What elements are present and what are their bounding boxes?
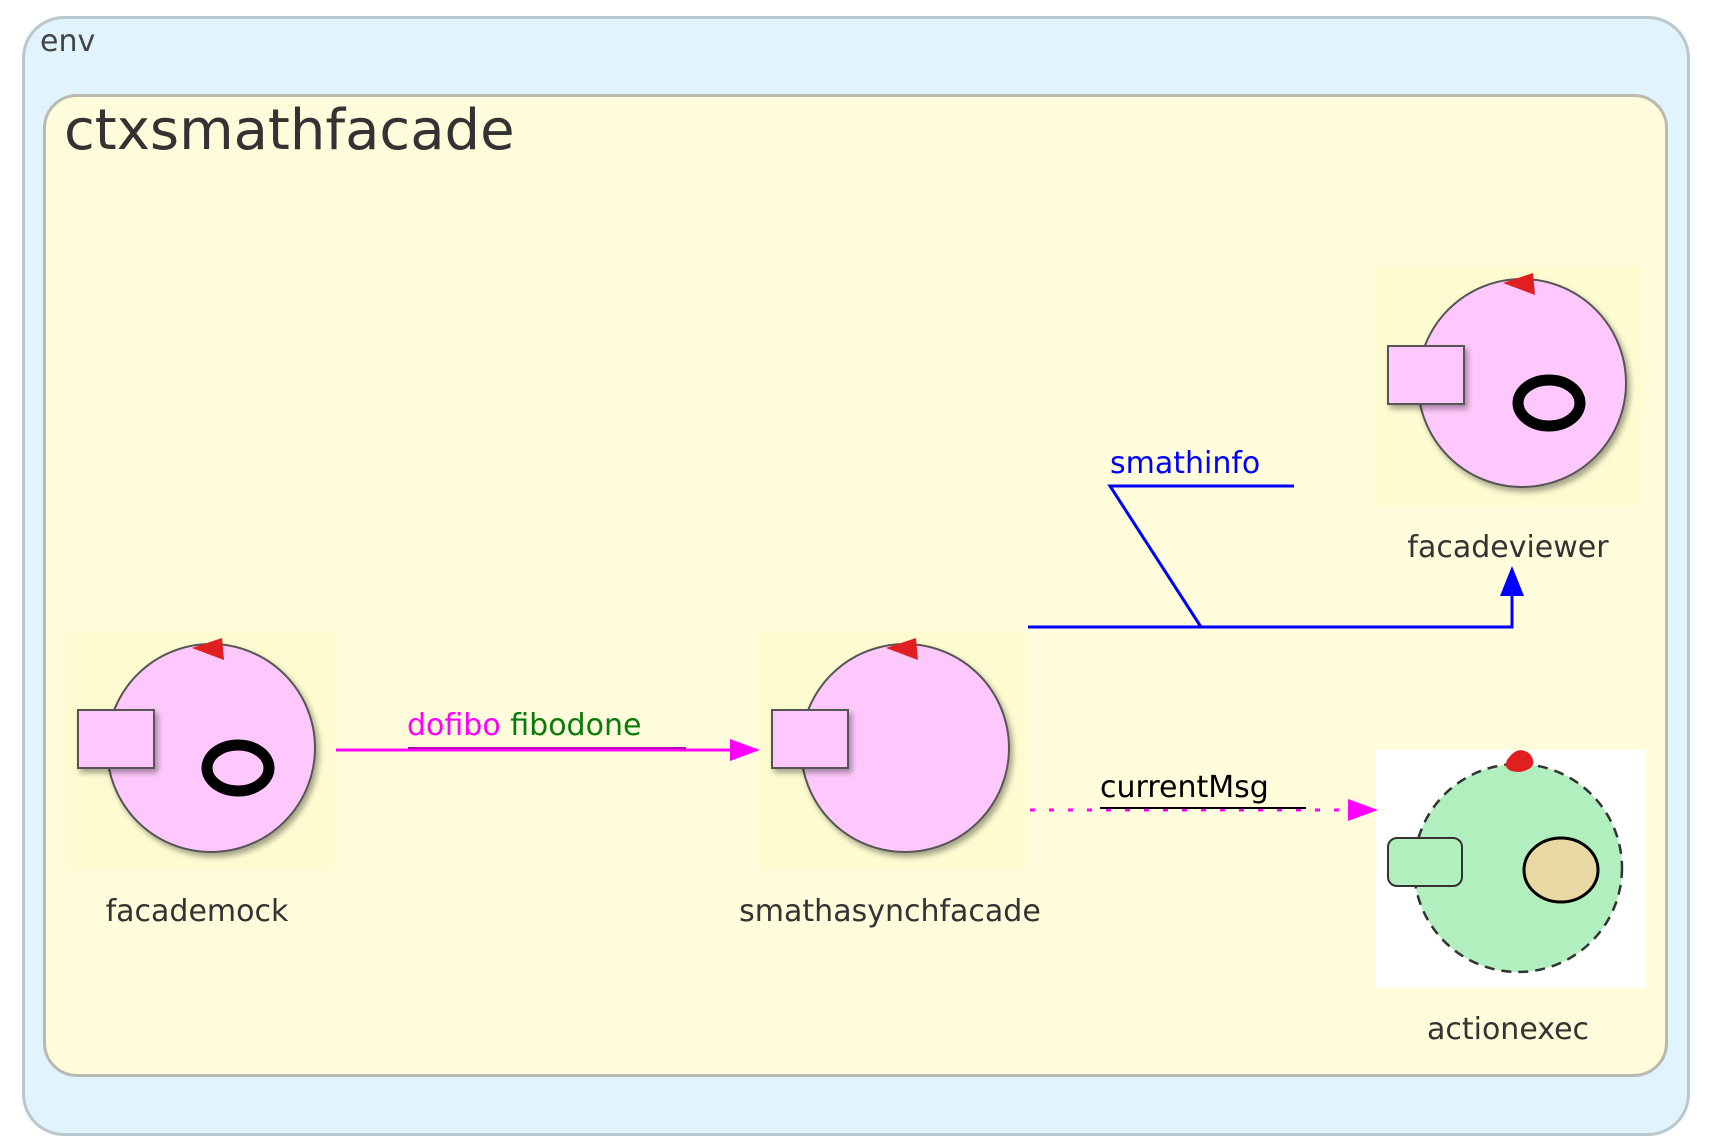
ctxsmathfacade-context-label: ctxsmathfacade — [64, 98, 515, 163]
facademock-port-icon — [77, 709, 155, 769]
edge-dofibo-arrowhead-icon — [730, 739, 760, 761]
facadeviewer-node[interactable] — [1376, 266, 1644, 506]
facademock-state-marker-icon — [192, 638, 224, 660]
edge-dofibo-fibodone-label: dofibo fibodone — [407, 708, 641, 743]
facademock-node[interactable] — [66, 632, 334, 870]
smathasynchfacade-port-icon — [771, 709, 849, 769]
dispatch-label-dofibo: dofibo — [407, 708, 501, 743]
smathasynchfacade-label: smathasynchfacade — [739, 894, 1041, 929]
edge-smathinfo-arrowhead-icon — [1500, 566, 1524, 596]
facademock-label: facademock — [105, 894, 289, 929]
actionexec-node[interactable] — [1376, 750, 1646, 988]
facademock-mailbox-icon — [201, 739, 275, 797]
edge-currentmsg-label: currentMsg — [1100, 770, 1269, 805]
actionexec-state-marker-icon — [1505, 750, 1534, 772]
facadeviewer-label: facadeviewer — [1407, 530, 1609, 565]
smathasynchfacade-node[interactable] — [760, 632, 1028, 870]
diagram-canvas — [66, 266, 1646, 988]
edge-dofibo-fibodone — [336, 739, 760, 761]
edge-smathinfo-label: smathinfo — [1110, 446, 1261, 481]
event-label-fibodone: fibodone — [510, 708, 642, 743]
env-context-label: env — [40, 24, 96, 59]
actionexec-port-icon — [1387, 837, 1463, 887]
facadeviewer-mailbox-icon — [1512, 374, 1586, 432]
smathasynchfacade-state-marker-icon — [886, 638, 918, 660]
actionexec-mailbox-icon — [1522, 836, 1600, 904]
facadeviewer-state-marker-icon — [1503, 273, 1535, 295]
edge-smathinfo-line — [1028, 590, 1514, 629]
edge-smathinfo — [1028, 484, 1524, 629]
edge-smathinfo-leader-line — [1107, 484, 1294, 628]
edge-currentmsg-arrowhead-icon — [1348, 799, 1378, 821]
facadeviewer-port-icon — [1387, 345, 1465, 405]
actionexec-label: actionexec — [1426, 1012, 1590, 1047]
edge-currentmsg — [1030, 799, 1378, 821]
